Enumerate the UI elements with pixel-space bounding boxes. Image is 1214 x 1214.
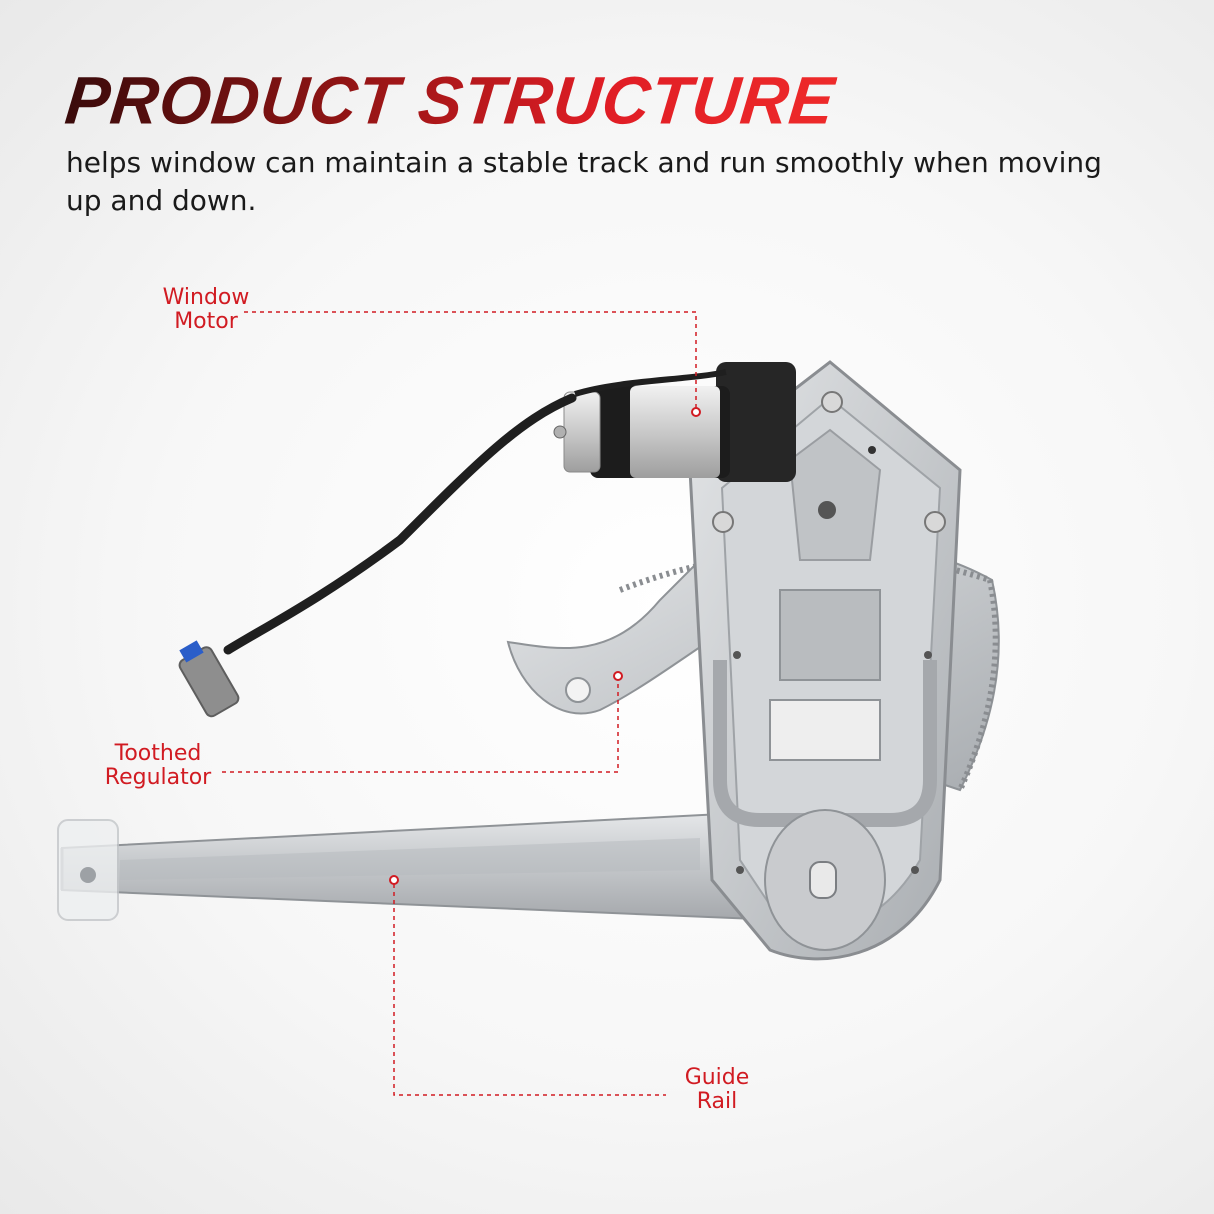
callout-label-line1: Guide (684, 1065, 750, 1090)
cable-connector (178, 640, 240, 718)
callout-label-line2: Rail (696, 1089, 738, 1114)
callout-label-line2: Motor (174, 309, 238, 334)
callout-window-motor: Window Motor (146, 286, 266, 334)
callout-leader-toothed-regulator (222, 671, 623, 773)
callout-guide-rail: Guide Rail (672, 1066, 762, 1114)
callout-leader-guide-rail (389, 875, 666, 1096)
callout-label-line1: Window (162, 285, 250, 310)
callout-toothed-regulator: Toothed Regulator (98, 742, 218, 790)
callout-label-line2: Regulator (104, 765, 212, 790)
page-subtitle: helps window can maintain a stable track… (66, 146, 1102, 217)
motor-cable (223, 369, 727, 655)
callout-label-line1: Toothed (114, 741, 202, 766)
callout-leader-window-motor (244, 311, 701, 417)
mounting-plate (688, 360, 962, 961)
guide-rail (57, 810, 802, 922)
